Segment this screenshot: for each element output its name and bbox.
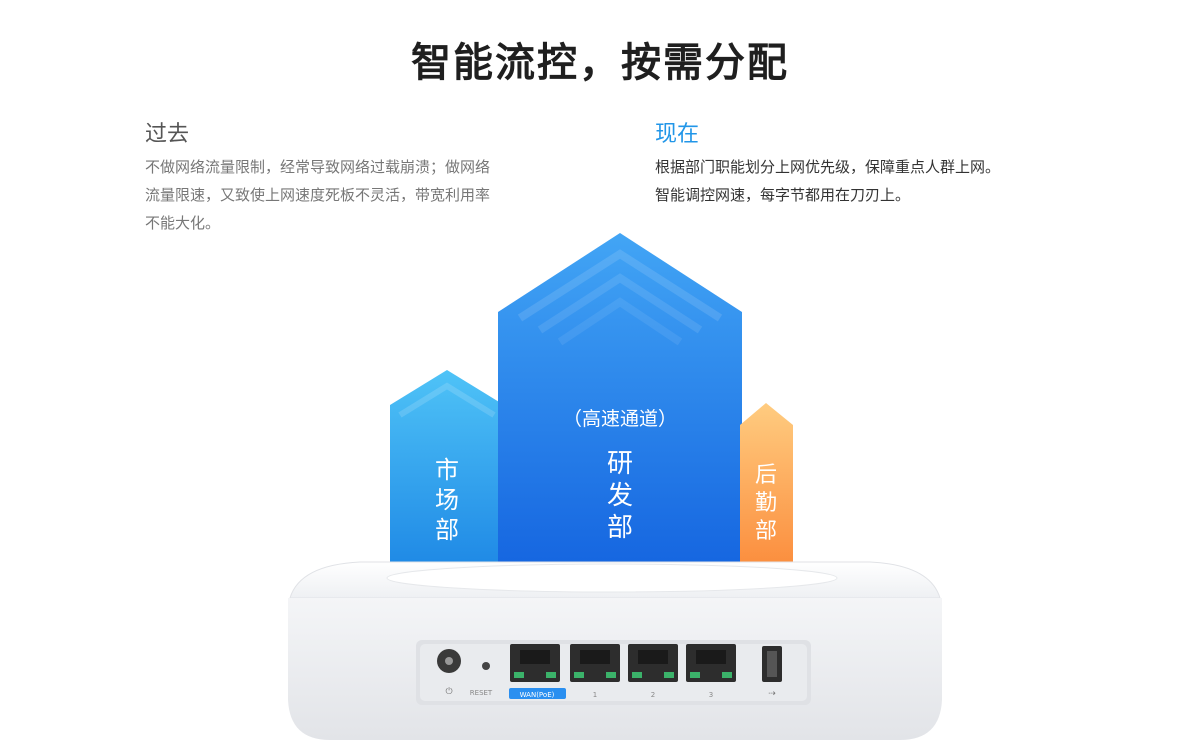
lan-port-3: 3 [686,644,736,699]
market-char-1: 市 [435,456,459,484]
past-line-2: 流量限速，又致使上网速度死板不灵活，带宽利用率 [145,186,491,204]
market-dept-bar: 市 场 部 [390,370,504,570]
wan-label: WAN(PoE) [520,691,555,699]
rnd-char-3: 部 [607,513,633,543]
rnd-char-1: 研 [607,449,633,479]
past-line-1: 不做网络流量限制，经常导致网络过载崩溃；做网络 [145,158,491,176]
lan-port-1: 1 [570,644,620,699]
past-description: 不做网络流量限制，经常导致网络过载崩溃；做网络 流量限速，又致使上网速度死板不灵… [145,153,555,237]
past-line-3: 不能大化。 [145,214,221,232]
page-title: 智能流控，按需分配 [411,40,789,86]
reset-label: RESET [470,689,493,697]
usb-icon: ⇢ [768,689,776,699]
router-device: ⏻ RESET WAN(PoE) 1 2 [288,561,942,740]
now-heading: 现在 [655,122,700,147]
logistics-char-3: 部 [755,519,777,544]
wan-port: WAN(PoE) [509,644,566,699]
power-icon: ⏻ [445,686,452,697]
market-char-3: 部 [435,516,459,544]
rnd-dept-bar: （高速通道） 研 发 部 [498,233,742,570]
logistics-char-1: 后 [755,463,777,488]
logistics-char-2: 勤 [755,491,777,516]
now-description: 根据部门职能划分上网优先级，保障重点人群上网。 智能调控网速，每字节都用在刀刃上… [655,153,1075,209]
now-line-1: 根据部门职能划分上网优先级，保障重点人群上网。 [655,158,1001,176]
lan-port-2: 2 [628,644,678,699]
lan-label-1: 1 [593,691,597,699]
past-heading: 过去 [145,122,190,147]
lan-label-2: 2 [651,691,655,699]
lan-label-3: 3 [709,691,713,699]
rnd-char-2: 发 [607,481,633,511]
rnd-note: （高速通道） [563,408,677,430]
now-line-2: 智能调控网速，每字节都用在刀刃上。 [655,186,911,204]
logistics-dept-bar: 后 勤 部 [740,403,793,570]
usb-port: ⇢ [762,646,782,699]
market-char-2: 场 [435,486,459,514]
reset-button [482,662,490,670]
